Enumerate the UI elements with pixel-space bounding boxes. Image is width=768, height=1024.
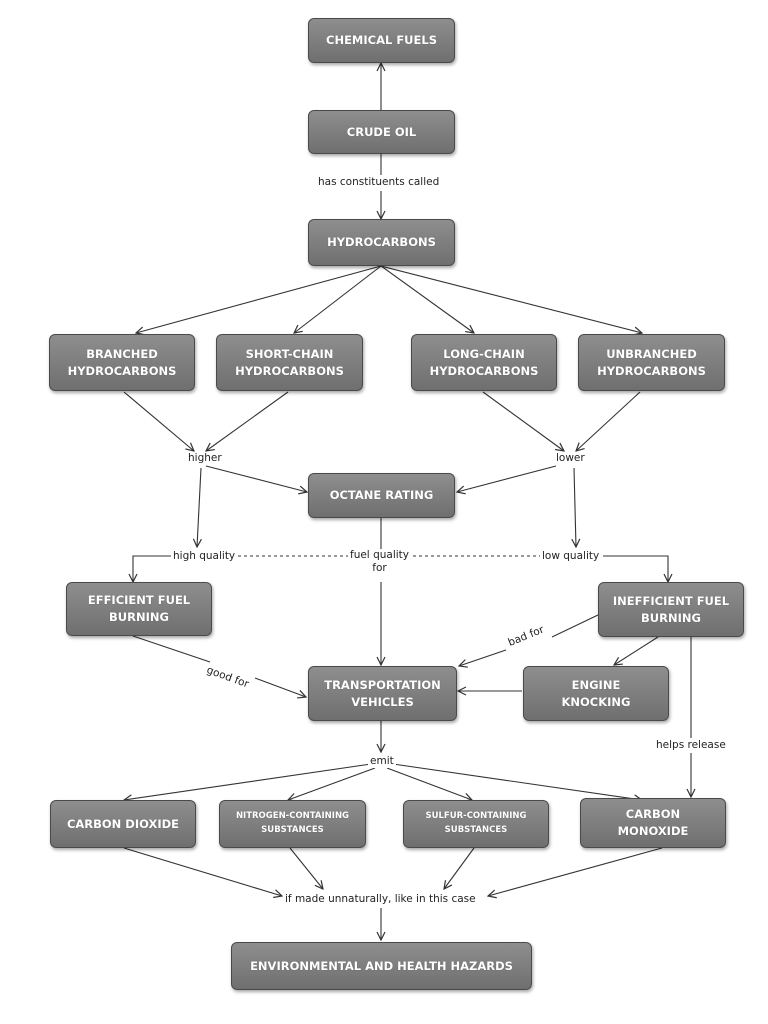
edge-bad-for-to-transport (459, 649, 507, 666)
edge-efficient-to-good-for (132, 635, 211, 663)
edge-nitrogen-to-if-made (289, 847, 323, 889)
node-engine-knocking: ENGINE KNOCKING (523, 666, 669, 721)
node-nitrogen-containing-substances: NITROGEN-CONTAINING SUBSTANCES (219, 800, 366, 848)
node-inefficient-fuel-burning: INEFFICIENT FUEL BURNING (598, 582, 744, 637)
edge-emit-to-nitrogen (288, 767, 376, 800)
edge-good-for-to-transport (254, 677, 306, 697)
label-emit: emit (368, 755, 396, 768)
label-higher: higher (186, 452, 224, 465)
label-if-made-unnaturally: if made unnaturally, like in this case (283, 893, 478, 906)
label-lower: lower (554, 452, 587, 465)
edge-co2-to-if-made (123, 847, 282, 896)
edge-emit-to-co (392, 763, 642, 800)
label-helps-release: helps release (654, 739, 728, 752)
node-hydrocarbons: HYDROCARBONS (308, 219, 455, 266)
node-carbon-dioxide: CARBON DIOXIDE (50, 800, 196, 848)
node-long-chain-hydrocarbons: LONG-CHAIN HYDROCARBONS (411, 334, 557, 391)
edge-sulfur-to-if-made (444, 847, 475, 889)
edge-emit-to-co2 (124, 763, 372, 800)
edge-hydro-to-branched (136, 265, 382, 333)
node-unbranched-hydrocarbons: UNBRANCHED HYDROCARBONS (578, 334, 725, 391)
node-chemical-fuels: CHEMICAL FUELS (308, 18, 455, 63)
node-environmental-health-hazards: ENVIRONMENTAL AND HEALTH HAZARDS (231, 942, 532, 990)
edge-higher-to-high-quality (197, 467, 201, 547)
edge-low-quality-to-inefficient (603, 555, 668, 582)
edge-unbranched-to-lower (576, 391, 641, 451)
edge-long-to-lower (482, 391, 564, 451)
node-transportation-vehicles: TRANSPORTATION VEHICLES (308, 666, 457, 721)
node-short-chain-hydrocarbons: SHORT-CHAIN HYDROCARBONS (216, 334, 363, 391)
edge-lower-to-low-quality (574, 467, 576, 547)
node-carbon-monoxide: CARBON MONOXIDE (580, 798, 726, 848)
edge-high-quality-to-efficient (133, 555, 172, 582)
edge-higher-to-octane (205, 465, 307, 492)
label-has-constituents-called: has constituents called (316, 176, 442, 189)
node-branched-hydrocarbons: BRANCHED HYDROCARBONS (49, 334, 195, 391)
edge-short-to-higher (206, 391, 289, 451)
node-crude-oil: CRUDE OIL (308, 110, 455, 154)
edge-hydro-to-short (294, 265, 382, 333)
node-efficient-fuel-burning: EFFICIENT FUEL BURNING (66, 582, 212, 636)
edge-hydro-to-long (380, 265, 474, 333)
label-fuel-quality-for: fuel quality for (348, 549, 411, 575)
edge-lower-to-octane (457, 465, 557, 492)
node-sulfur-containing-substances: SULFUR-CONTAINING SUBSTANCES (403, 800, 549, 848)
edge-branched-to-higher (123, 391, 194, 451)
edge-inefficient-to-knocking (614, 636, 659, 665)
label-high-quality: high quality (171, 550, 238, 563)
label-low-quality: low quality (540, 550, 602, 563)
node-octane-rating: OCTANE RATING (308, 473, 455, 518)
edge-emit-to-sulfur (386, 767, 472, 800)
edge-inefficient-to-bad-for (551, 614, 599, 638)
edge-co-to-if-made (488, 847, 663, 896)
edge-hydro-to-unbranched (380, 265, 642, 333)
